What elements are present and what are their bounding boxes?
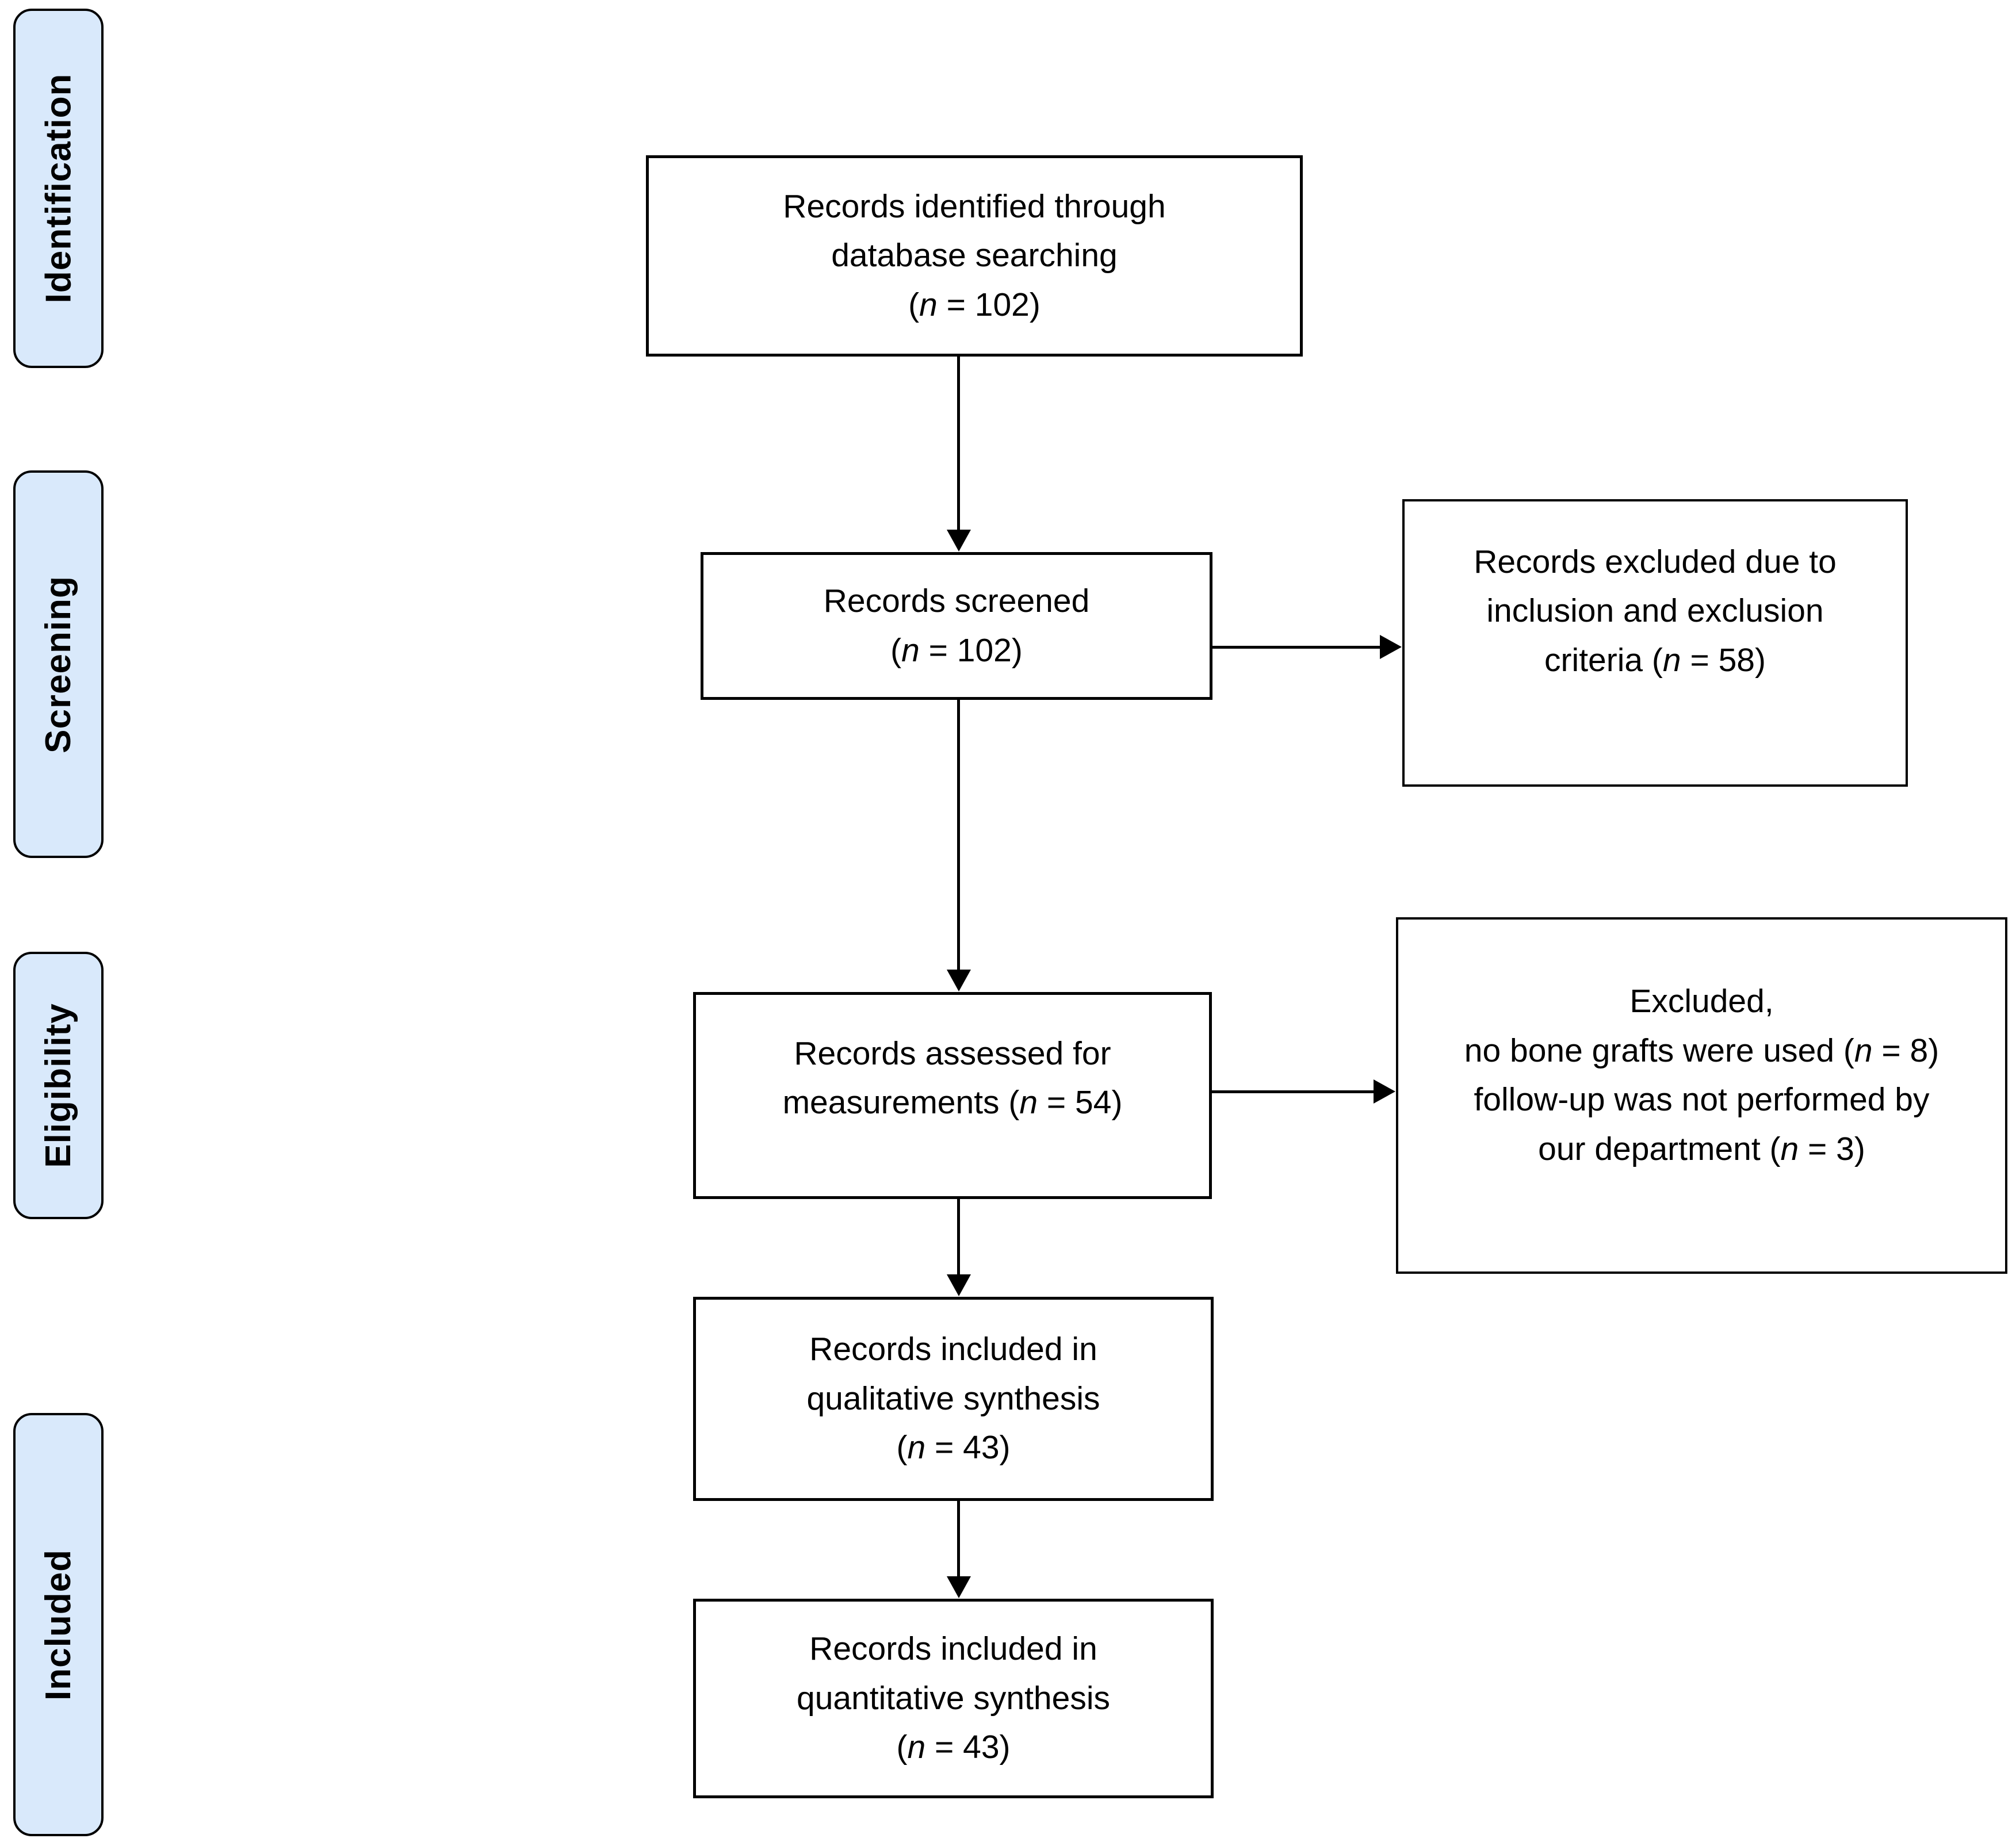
arrow-line <box>957 1500 960 1578</box>
arrow-line <box>957 355 960 531</box>
arrow-line <box>957 699 960 971</box>
stage-identification: Identification <box>13 9 104 368</box>
side-box-text: Excluded,no bone grafts were used (n = 8… <box>1464 983 1940 1167</box>
arrow-head-down-icon <box>947 1576 971 1598</box>
side-box-excluded-other: Excluded,no bone grafts were used (n = 8… <box>1396 917 2007 1274</box>
flow-box-records-screened: Records screened(n = 102) <box>701 552 1212 700</box>
arrow-head-down-icon <box>947 1274 971 1296</box>
stage-label: Screening <box>39 575 78 753</box>
arrow-head-right-icon <box>1374 1079 1395 1104</box>
stage-screening: Screening <box>13 470 104 858</box>
stage-label: Identification <box>39 73 78 304</box>
arrow-head-down-icon <box>947 970 971 991</box>
stage-eligibility: Eligibility <box>13 952 104 1219</box>
stage-included: Included <box>13 1413 104 1836</box>
arrow-line <box>957 1198 960 1276</box>
arrow-line <box>1211 1090 1376 1093</box>
flow-box-text: Records screened(n = 102) <box>823 583 1090 669</box>
stage-label: Eligibility <box>39 1003 78 1168</box>
stage-label: Included <box>39 1549 78 1701</box>
arrow-line <box>1211 646 1383 649</box>
arrow-head-right-icon <box>1380 635 1402 659</box>
arrow-head-down-icon <box>947 530 971 551</box>
